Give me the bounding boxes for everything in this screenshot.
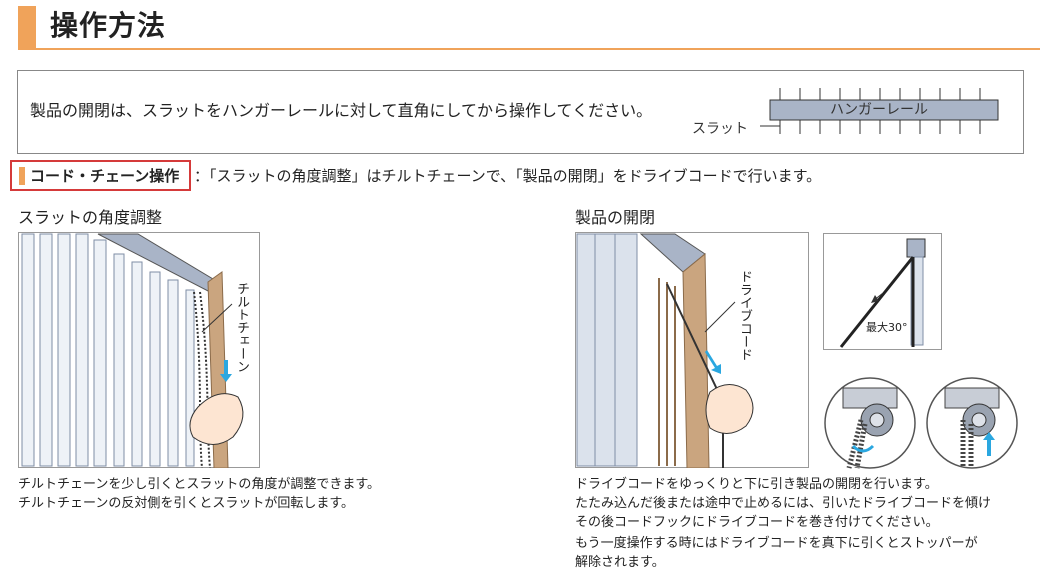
intro-box <box>17 70 1024 154</box>
title-accent-bar <box>18 6 36 50</box>
right-caption-4: もう一度操作する時にはドライブコードを真下に引くとストッパーが <box>575 536 978 551</box>
tilt-chain-label: チルトチェーン <box>234 282 249 373</box>
angle-label: 最大30° <box>866 321 908 334</box>
slat-angle-heading: スラットの角度調整 <box>18 208 163 227</box>
highlight-box <box>10 160 191 191</box>
intro-text: 製品の開閉は、スラットをハンガーレールに対して直角にしてから操作してください。 <box>30 101 653 120</box>
slat-angle-illustration <box>18 232 260 468</box>
section-description: ：「スラットの角度調整」はチルトチェーンで、「製品の開閉」をドライブコードで行い… <box>194 167 822 185</box>
angle-detail-diagram <box>823 233 942 350</box>
title-divider <box>18 48 1040 50</box>
section-marker <box>19 167 25 185</box>
left-caption-2: チルトチェーンの反対側を引くとスラットが回転します。 <box>18 496 355 511</box>
right-caption-1: ドライブコードをゆっくりと下に引き製品の開閉を行います。 <box>575 477 938 492</box>
drive-cord-label: ドライブコード <box>737 270 752 361</box>
page-title: 操作方法 <box>50 9 167 42</box>
hanger-rail-diagram <box>760 88 999 134</box>
hanger-rail-label: ハンガーレール <box>830 102 928 118</box>
right-caption-3: その後コードフックにドライブコードを巻き付けてください。 <box>575 515 939 530</box>
open-close-heading: 製品の開閉 <box>575 208 656 227</box>
cord-hook-detail-2 <box>926 377 1018 469</box>
left-caption-1: チルトチェーンを少し引くとスラットの角度が調整できます。 <box>18 477 381 492</box>
right-caption-2: たたみ込んだ後または途中で止めるには、引いたドライブコードを傾け <box>575 496 992 511</box>
cord-hook-detail-1 <box>824 377 916 469</box>
section-label: コード・チェーン操作 <box>30 167 180 185</box>
slat-label: スラット <box>692 121 748 137</box>
right-caption-5: 解除されます。 <box>575 555 665 570</box>
drive-cord-illustration <box>575 232 809 468</box>
